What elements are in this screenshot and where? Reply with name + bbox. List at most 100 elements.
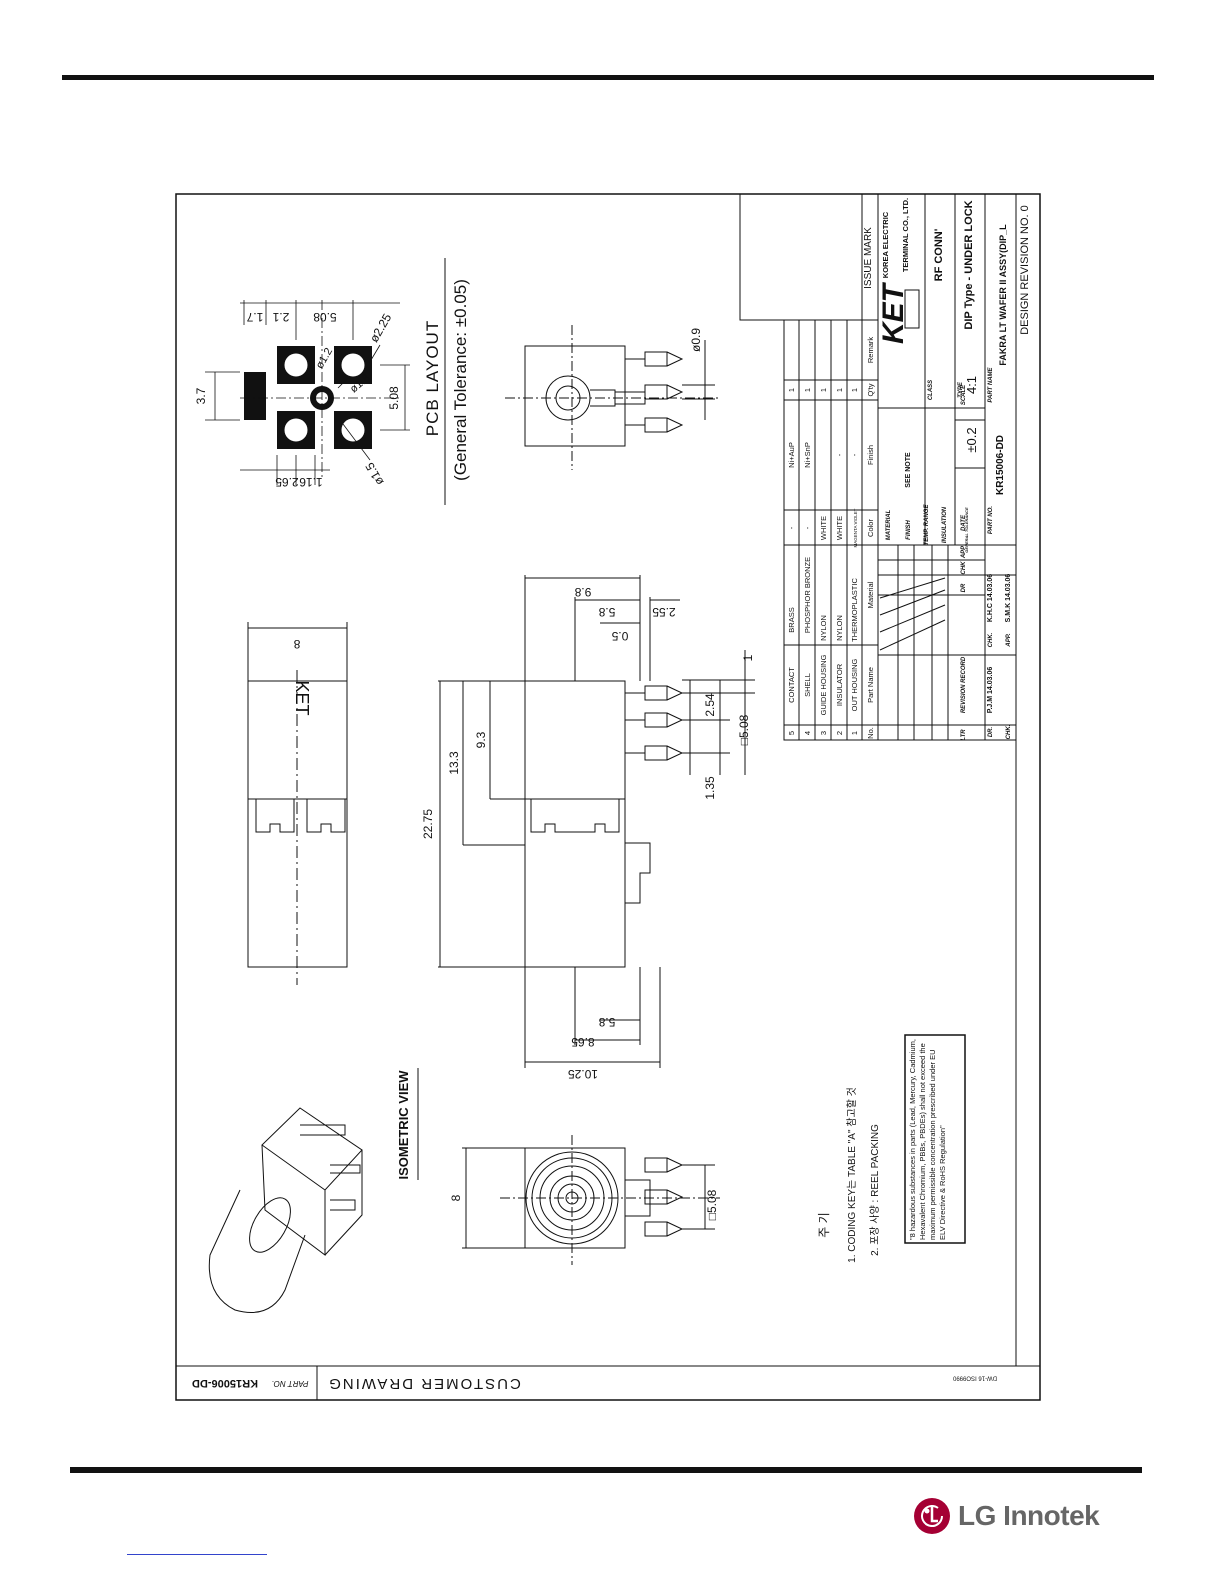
issue-mark: ISSUE MARK <box>863 227 874 289</box>
header-rule <box>62 75 1154 80</box>
drawing-label: 8 <box>293 637 300 651</box>
drawing-label: KET <box>877 281 910 344</box>
drawing-label: 3 <box>819 731 828 735</box>
drawing-label: Q'ty <box>866 383 875 396</box>
drawing-label: ±0.2 <box>964 427 979 452</box>
drawing-label: PART NAME <box>988 366 994 402</box>
side-view <box>247 622 348 985</box>
drawing-label: 13.3 <box>447 751 461 775</box>
drawing-label: WHITE <box>835 516 844 540</box>
drawing-label: 1 <box>787 388 796 392</box>
general-tolerance: (General Tolerance: ±0.05) <box>451 279 470 481</box>
part-no-label: PART NO. <box>271 1379 308 1388</box>
footer-link-underline[interactable] <box>127 1554 267 1555</box>
drawing-label: DATE <box>961 514 967 531</box>
drawing-label: TERMINAL CO., LTD. <box>901 198 910 272</box>
drawing-label: No. <box>866 727 875 739</box>
rohs-note: "8 hazardous substances in parts (Lead, … <box>908 1039 947 1240</box>
drawing-label: 5.08 <box>313 310 337 324</box>
drawing-label: NYLON <box>819 615 828 641</box>
drawing-label: - <box>850 453 859 456</box>
drawing-label: Ni+AuP <box>787 442 796 468</box>
drawing-label: 4 <box>803 731 812 735</box>
drawing-label: 1.35 <box>703 776 717 800</box>
drawing-label: NYLON <box>835 615 844 641</box>
drawing-label: ø0.9 <box>689 328 703 352</box>
drawing-label: K.H.C 14.03.06 <box>987 574 994 622</box>
drawing-label: Color <box>866 519 875 537</box>
drawing-label: INSULATION <box>942 506 948 543</box>
drawing-label: OUT HOUSING <box>850 658 859 711</box>
drawing-label: 1 <box>850 388 859 392</box>
drawing-label: THERMOPLASTIC <box>850 578 859 642</box>
drawing-label: FINISH <box>906 520 912 540</box>
lg-face-icon <box>914 1498 950 1534</box>
drawing-label: 10.25 <box>568 1067 598 1081</box>
drawing-label: ø2.25 <box>367 311 395 345</box>
drawing-label: KOREA ELECTRIC <box>881 211 890 278</box>
drawing-label: ø1.5 <box>362 460 386 488</box>
end-view <box>505 325 720 470</box>
drawing-label: Part Name <box>866 667 875 703</box>
drawing-label: - <box>803 526 812 529</box>
drawing-label: DIP Type - UNDER LOCK <box>963 200 975 329</box>
drawing-label: 1. CODING KEY는 TABLE "A" 참고할 것 <box>846 1087 858 1263</box>
drawing-label: 1 <box>819 388 828 392</box>
drawing-label: 3.7 <box>194 387 208 404</box>
drawing-label: 0.5 <box>611 629 628 643</box>
drawing-label: TYPE <box>958 381 964 398</box>
drawing-label: APP <box>961 545 967 559</box>
drawing-label: FAKRA LT WAFER II ASSY(DIP_L <box>998 224 1008 366</box>
drawing-label: 2. 포장 사양 : REEL PACKING <box>869 1124 881 1256</box>
housing-marking: KET <box>292 680 312 715</box>
drawing-label: 9.8 <box>574 585 591 599</box>
drawing-label: □5.08 <box>737 714 751 745</box>
drawing-label: 1 <box>741 654 755 661</box>
drawing-label: ø1.2 <box>314 346 335 371</box>
drawing-label: MATERIAL <box>886 509 892 540</box>
drawing-label: RF CONN' <box>933 228 945 281</box>
drawing-label: APP. <box>1006 633 1012 648</box>
drawing-label: GENERAL TOLERANCE <box>964 507 969 553</box>
drawing-label: 5.08 <box>387 386 401 410</box>
isometric-title: ISOMETRIC VIEW <box>396 1070 411 1180</box>
drawing-label: □5.08 <box>705 1189 719 1220</box>
lg-innotek-logo: LG Innotek <box>914 1498 1100 1534</box>
drawing-label: Finish <box>866 445 875 465</box>
notes: 주 기 1. CODING KEY는 TABLE "A" 참고할 것 2. 포장… <box>817 1087 881 1263</box>
drawing-label: Remark <box>866 337 875 364</box>
drawing-label: MAGENTA VIOLET <box>853 508 858 547</box>
drawing-label: SHELL <box>803 673 812 697</box>
drawing-label: 2.65 <box>275 475 299 489</box>
drawing-label: KR15006-DD <box>995 435 1006 495</box>
drawing-title: CUSTOMER DRAWING <box>327 1375 521 1392</box>
front-view <box>462 1135 720 1265</box>
drawing-label: 2.1 <box>272 310 289 324</box>
drawing-label: 8 <box>449 1194 463 1201</box>
drawing-label: CONTACT <box>787 667 796 703</box>
drawing-label: TEMP. RANGE <box>924 504 930 546</box>
drawing-label: 2.54 <box>703 693 717 717</box>
drawing-label: 1.16 <box>299 475 323 489</box>
drawing-label: 1.7 <box>246 310 263 324</box>
drawing-label: REVISION RECORD <box>961 656 967 713</box>
drawing-label: 2.55 <box>652 605 676 619</box>
drawing-label: P.J.M 14.03.06 <box>987 667 994 714</box>
drawing-label: 4:1 <box>964 376 979 394</box>
pcb-layout-view: 3.7 1.7 2.1 5.08 ø2.25 ø1.2 ø1.8 5.08 2.… <box>194 258 470 505</box>
drawing-label: BRASS <box>787 607 796 632</box>
drawing-label: S.M.K 14.03.06 <box>1005 574 1012 623</box>
drawing-label: CHK. <box>988 632 994 647</box>
drawing-label: 9.3 <box>474 731 488 748</box>
drawing-label: - <box>835 453 844 456</box>
pcb-layout-title: PCB LAYOUT <box>423 320 442 436</box>
drawing-label: WHITE <box>819 516 828 540</box>
drawing-label: PHOSPHOR BRONZE <box>803 557 812 633</box>
isometric-view <box>208 1107 363 1313</box>
brand-name: LG Innotek <box>958 1500 1100 1531</box>
drawing-label: 1 <box>803 388 812 392</box>
drawing-label: CLASS <box>928 380 934 400</box>
drawing-frame <box>175 193 1041 1401</box>
drawing-label: 1 <box>850 731 859 735</box>
